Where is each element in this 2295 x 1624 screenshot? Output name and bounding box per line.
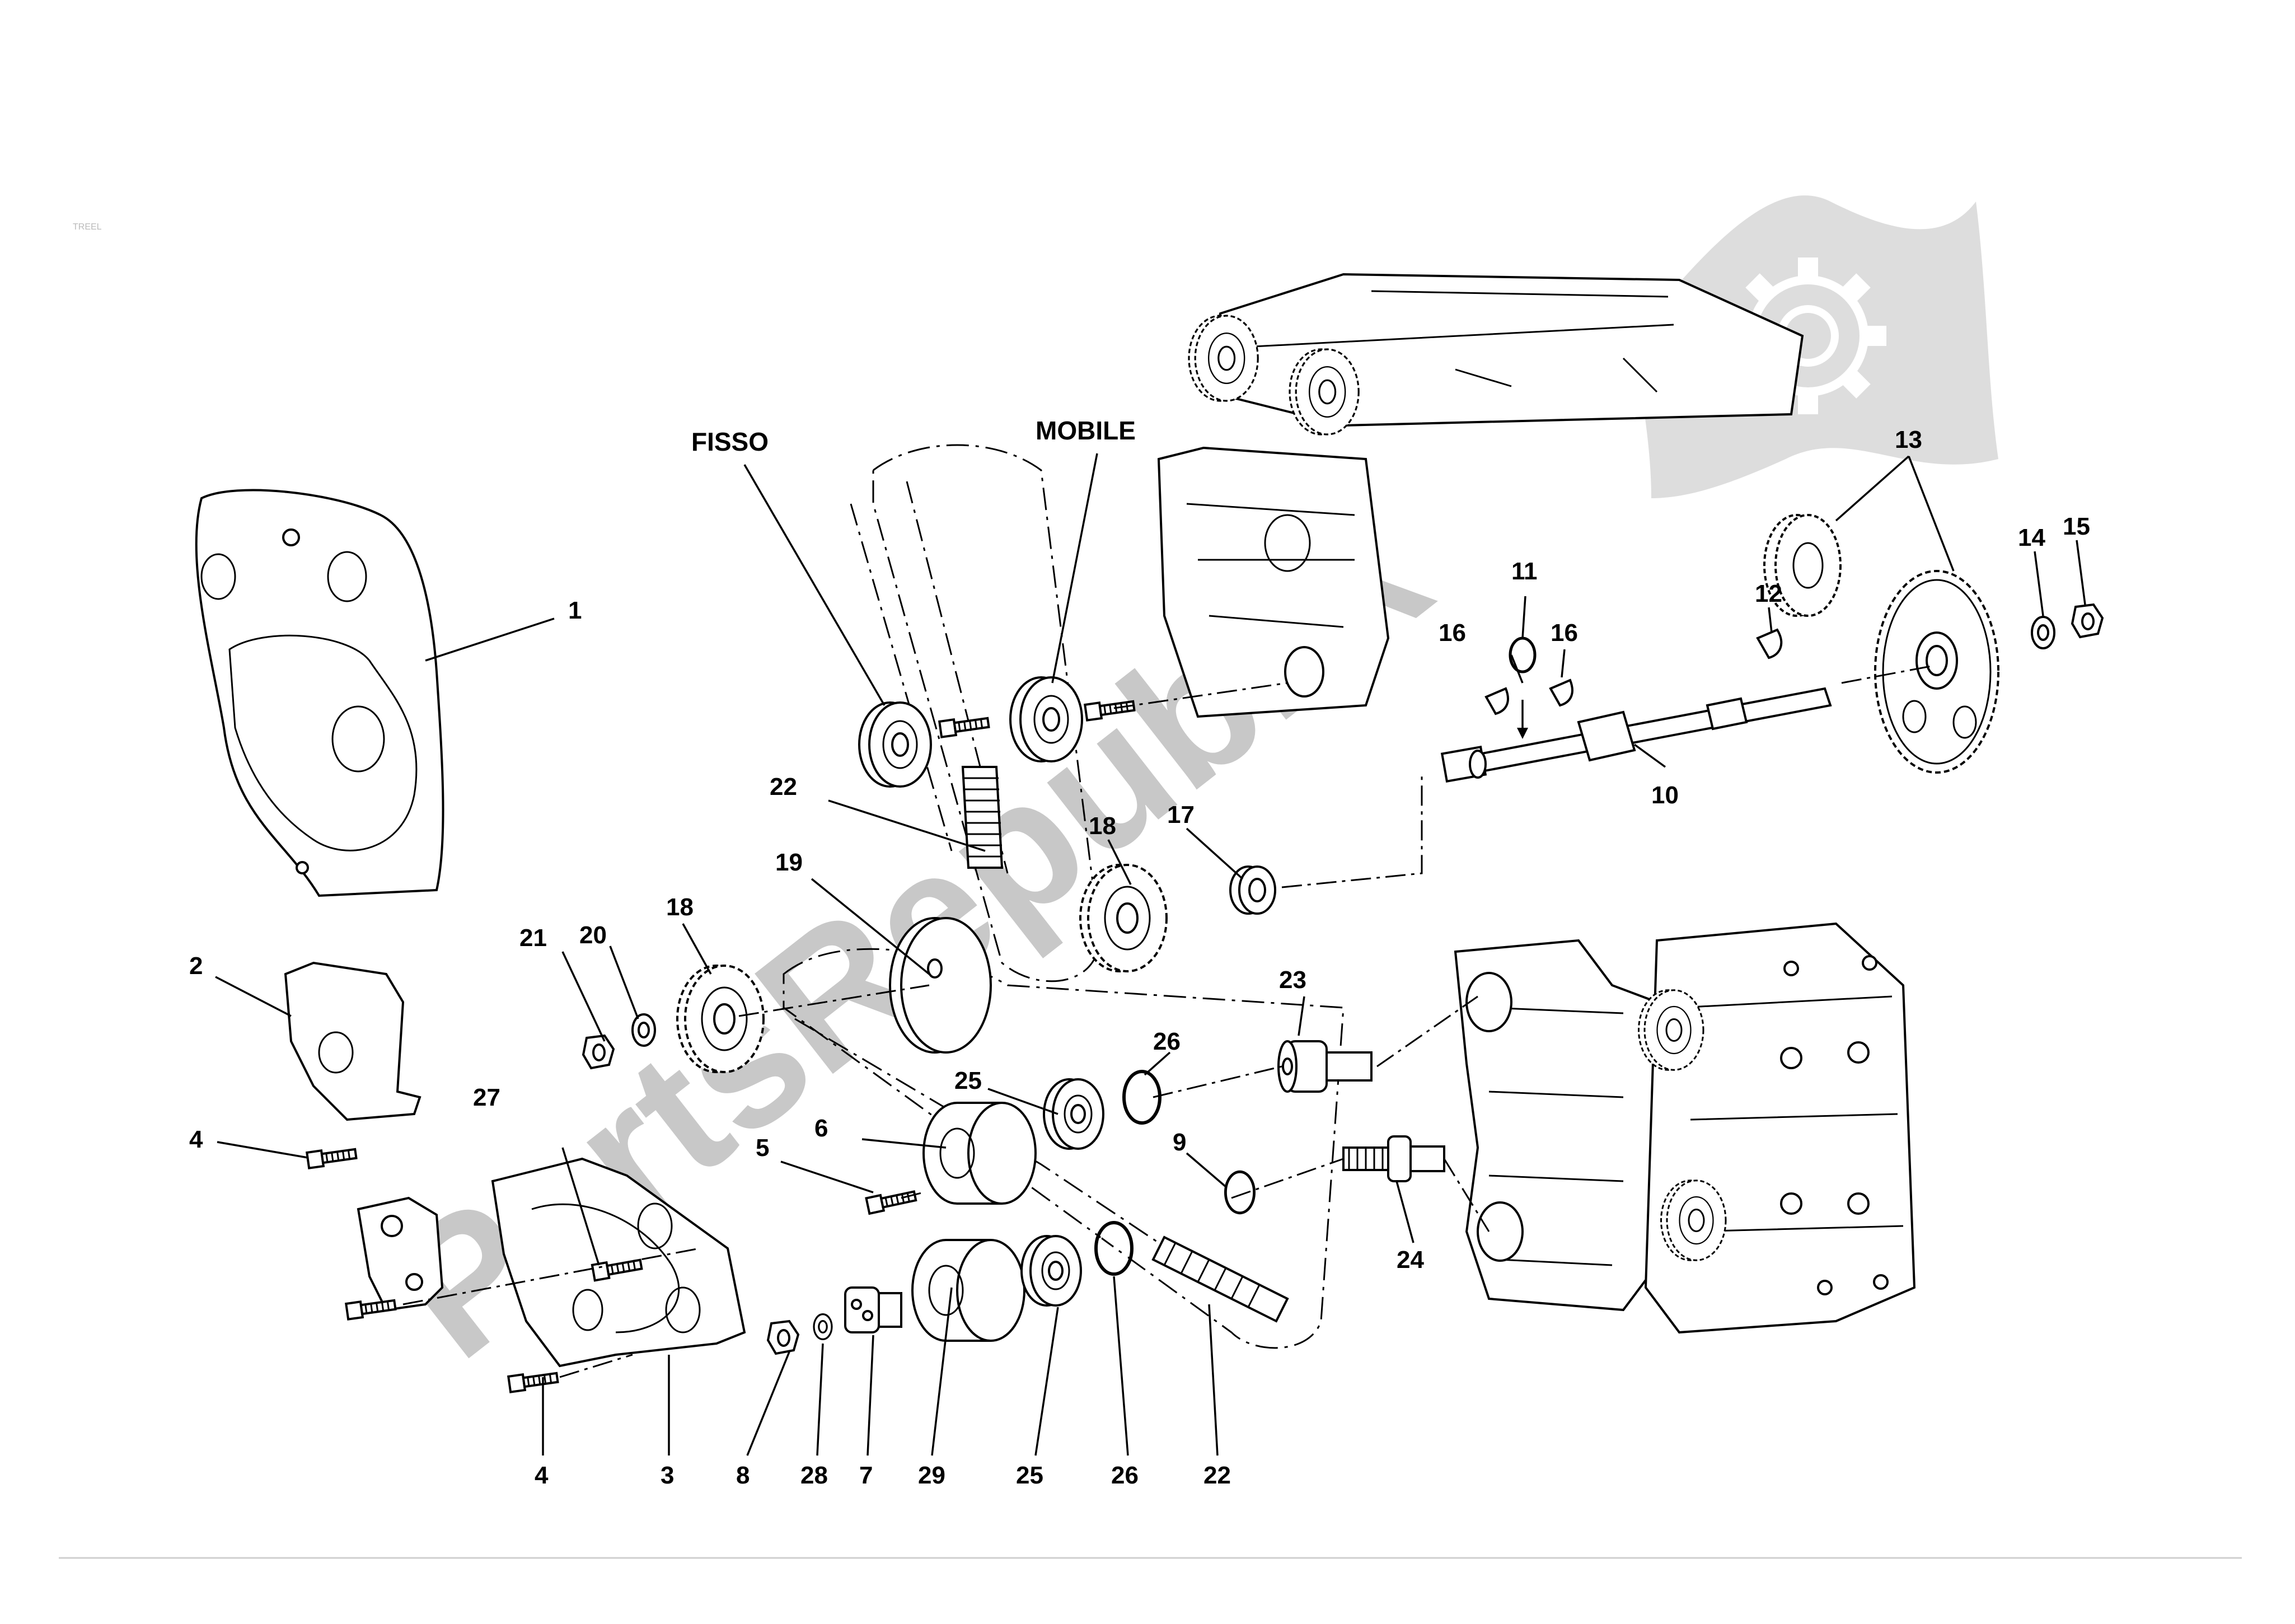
part-11-clip: [1509, 637, 1537, 673]
assembly-axes: [402, 665, 1932, 1378]
part-19-disc: [889, 917, 992, 1054]
callout-22-lower: 22: [1203, 1462, 1231, 1489]
part-29-sleeve: [911, 1239, 1025, 1342]
callout-22-upper: 22: [770, 773, 797, 801]
callout-27: 27: [473, 1084, 500, 1111]
belt-section-lower: [1151, 1235, 1289, 1323]
callout-11: 11: [1511, 558, 1538, 585]
callout-8: 8: [736, 1462, 750, 1489]
callout-29: 29: [918, 1462, 945, 1489]
callout-1: 1: [568, 597, 582, 624]
callout-28: 28: [800, 1462, 828, 1489]
part-15-nut: [2071, 603, 2104, 638]
callout-18-upper: 18: [1089, 812, 1116, 840]
part-4-bolt-lower: [507, 1368, 560, 1393]
callout-25-lower: 25: [1016, 1462, 1043, 1489]
callout-25-upper: 25: [954, 1067, 982, 1094]
part-28-washer: [813, 1313, 833, 1340]
callout-23: 23: [1279, 966, 1306, 994]
part-16-keys: [1484, 678, 1573, 715]
gasket-bolt: [345, 1295, 397, 1321]
fisso-label: FISSO: [691, 427, 769, 456]
gasket-plate: [357, 1196, 444, 1312]
part-5-bolt: [865, 1187, 918, 1215]
callout-3: 3: [661, 1462, 674, 1489]
timing-belts: [783, 444, 1345, 1349]
horizontal-cylinder-head: [1454, 922, 1916, 1334]
part-21-nut: [582, 1035, 615, 1069]
callout-13: 13: [1895, 426, 1922, 453]
callout-16-right: 16: [1551, 619, 1578, 647]
callout-15: 15: [2063, 513, 2090, 540]
part-4-bolt-upper: [306, 1144, 358, 1169]
callout-21: 21: [519, 924, 547, 952]
callout-10: 10: [1651, 781, 1679, 809]
part-24-stud: [1342, 1135, 1445, 1182]
mobile-label: MOBILE: [1036, 416, 1136, 445]
part-7-eccentric: [844, 1286, 902, 1333]
callout-18-lower: 18: [666, 893, 694, 921]
callout-9: 9: [1173, 1129, 1186, 1156]
callout-5: 5: [756, 1134, 769, 1162]
callout-7: 7: [859, 1462, 873, 1489]
callout-20: 20: [579, 921, 607, 949]
callout-2: 2: [189, 952, 203, 980]
callout-24: 24: [1397, 1246, 1424, 1274]
part-26-circlip-lower: [1096, 1223, 1132, 1274]
part-6-sleeve: [922, 1102, 1037, 1205]
callout-26-lower: 26: [1111, 1462, 1139, 1489]
part-23-stud: [1277, 1040, 1373, 1093]
callout-4-lower: 4: [535, 1462, 549, 1489]
part-2-small-cover: [284, 961, 421, 1121]
part-14-washer: [2031, 616, 2055, 649]
leader-lines: [215, 453, 2086, 1456]
gear-flag-logo: [1634, 195, 1998, 498]
part-8-nut: [767, 1320, 799, 1355]
part-13-cam-gears: [1763, 514, 1999, 774]
part-18-belt-gear-lower: [676, 965, 765, 1073]
vertical-cylinder-head: [1157, 273, 1804, 718]
callout-4-upper: 4: [189, 1126, 203, 1153]
belt-section-upper: [961, 766, 1004, 869]
part-17-bearing: [1229, 865, 1276, 915]
part-20-washer: [631, 1013, 656, 1047]
part-18-belt-gear-upper: [1079, 864, 1168, 972]
callout-26-upper: 26: [1153, 1028, 1181, 1055]
callout-12: 12: [1755, 580, 1782, 607]
callout-6: 6: [814, 1115, 828, 1142]
part-25-bearing-upper: [1043, 1078, 1104, 1150]
part-12-key: [1756, 628, 1783, 659]
part-25-bearing-lower: [1020, 1235, 1082, 1307]
callout-labels: FISSO MOBILE 1 2 3 4 4 5 6 7 8 9 10 11 1…: [189, 416, 2090, 1489]
callout-17: 17: [1167, 801, 1195, 829]
corner-mark: TREEL: [73, 222, 102, 232]
callout-19: 19: [775, 849, 803, 876]
part-1-belt-cover: [195, 489, 444, 897]
callout-14: 14: [2018, 524, 2045, 551]
part-3-inner-cover: [491, 1157, 746, 1368]
part-10-camshaft: [1440, 687, 1832, 783]
callout-16-left: 16: [1439, 619, 1466, 647]
